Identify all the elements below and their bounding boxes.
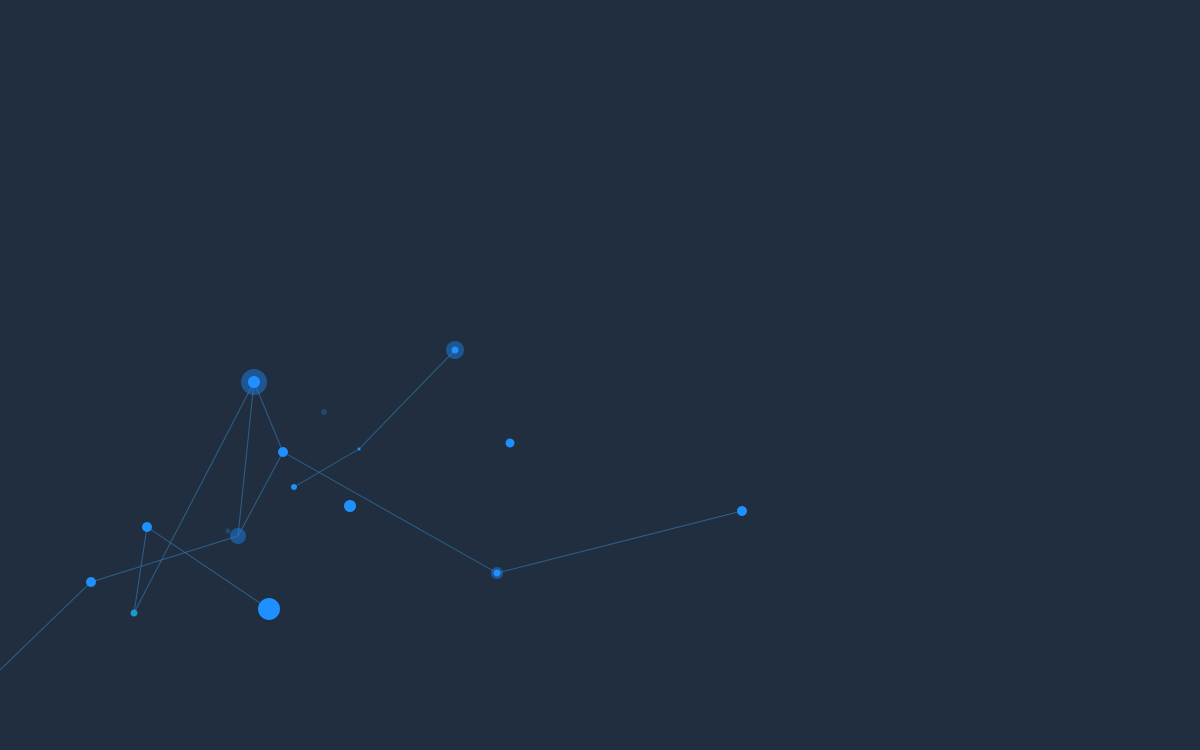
network-node (344, 500, 356, 512)
network-node-halo (230, 528, 246, 544)
network-edges (0, 349, 743, 671)
network-node (505, 438, 515, 448)
network-node-faint (321, 409, 327, 415)
network-node (130, 609, 138, 617)
network-edge (133, 526, 148, 614)
network-node (278, 447, 288, 457)
network-edge (90, 535, 239, 583)
network-node (737, 506, 747, 516)
network-edge (146, 526, 270, 610)
network-edge (0, 581, 92, 671)
network-edge (358, 349, 456, 450)
network-node-faint (225, 528, 231, 534)
network-edge (282, 451, 498, 574)
network-node (142, 522, 152, 532)
network-node (291, 484, 297, 490)
network-node (451, 346, 459, 354)
network-edge (237, 381, 255, 537)
network-node (357, 447, 361, 451)
network-nodes (86, 341, 747, 620)
network-edge (133, 381, 255, 614)
network-node (86, 577, 96, 587)
network-edge (237, 451, 284, 537)
network-edge (496, 510, 743, 574)
network-node-large (258, 598, 280, 620)
network-edge (293, 448, 360, 488)
network-node (493, 569, 501, 577)
network-node (248, 376, 260, 388)
